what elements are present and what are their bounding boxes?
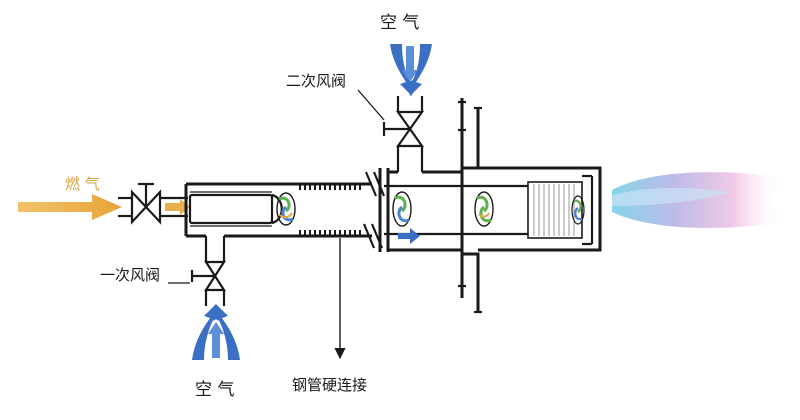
swirl-vane-icon	[276, 192, 296, 226]
steel-pipe-connection: 钢管硬连接	[292, 171, 386, 394]
secondary-flow-arrow-icon	[398, 228, 420, 244]
secondary-air-branch: 二次风阀 空 气	[286, 13, 432, 172]
air-label-top: 空 气	[380, 13, 419, 33]
swirl-vane-icon	[571, 195, 585, 225]
air-inflow-top-icon	[390, 44, 432, 96]
air-inflow-bottom-icon	[192, 304, 240, 360]
air-label-bottom: 空 气	[195, 380, 234, 400]
flame-icon	[612, 172, 785, 228]
primary-air-branch: 一次风阀 空 气	[100, 236, 240, 400]
swirl-vane-icon	[474, 191, 494, 227]
fuel-valve-icon	[130, 182, 162, 225]
secondary-damper-valve-icon	[382, 110, 425, 148]
fuel-inlet: 燃 气	[18, 175, 190, 225]
fuel-label: 燃 气	[65, 175, 100, 193]
swirl-vane-icon	[392, 191, 412, 227]
fuel-arrow-icon	[18, 194, 122, 220]
steel-pipe-label: 钢管硬连接	[292, 376, 367, 394]
primary-damper-label: 一次风阀	[100, 266, 160, 284]
primary-damper-valve-icon	[190, 260, 227, 292]
main-burner-body	[378, 98, 602, 314]
secondary-damper-label: 二次风阀	[286, 72, 346, 90]
primary-housing	[184, 182, 296, 238]
